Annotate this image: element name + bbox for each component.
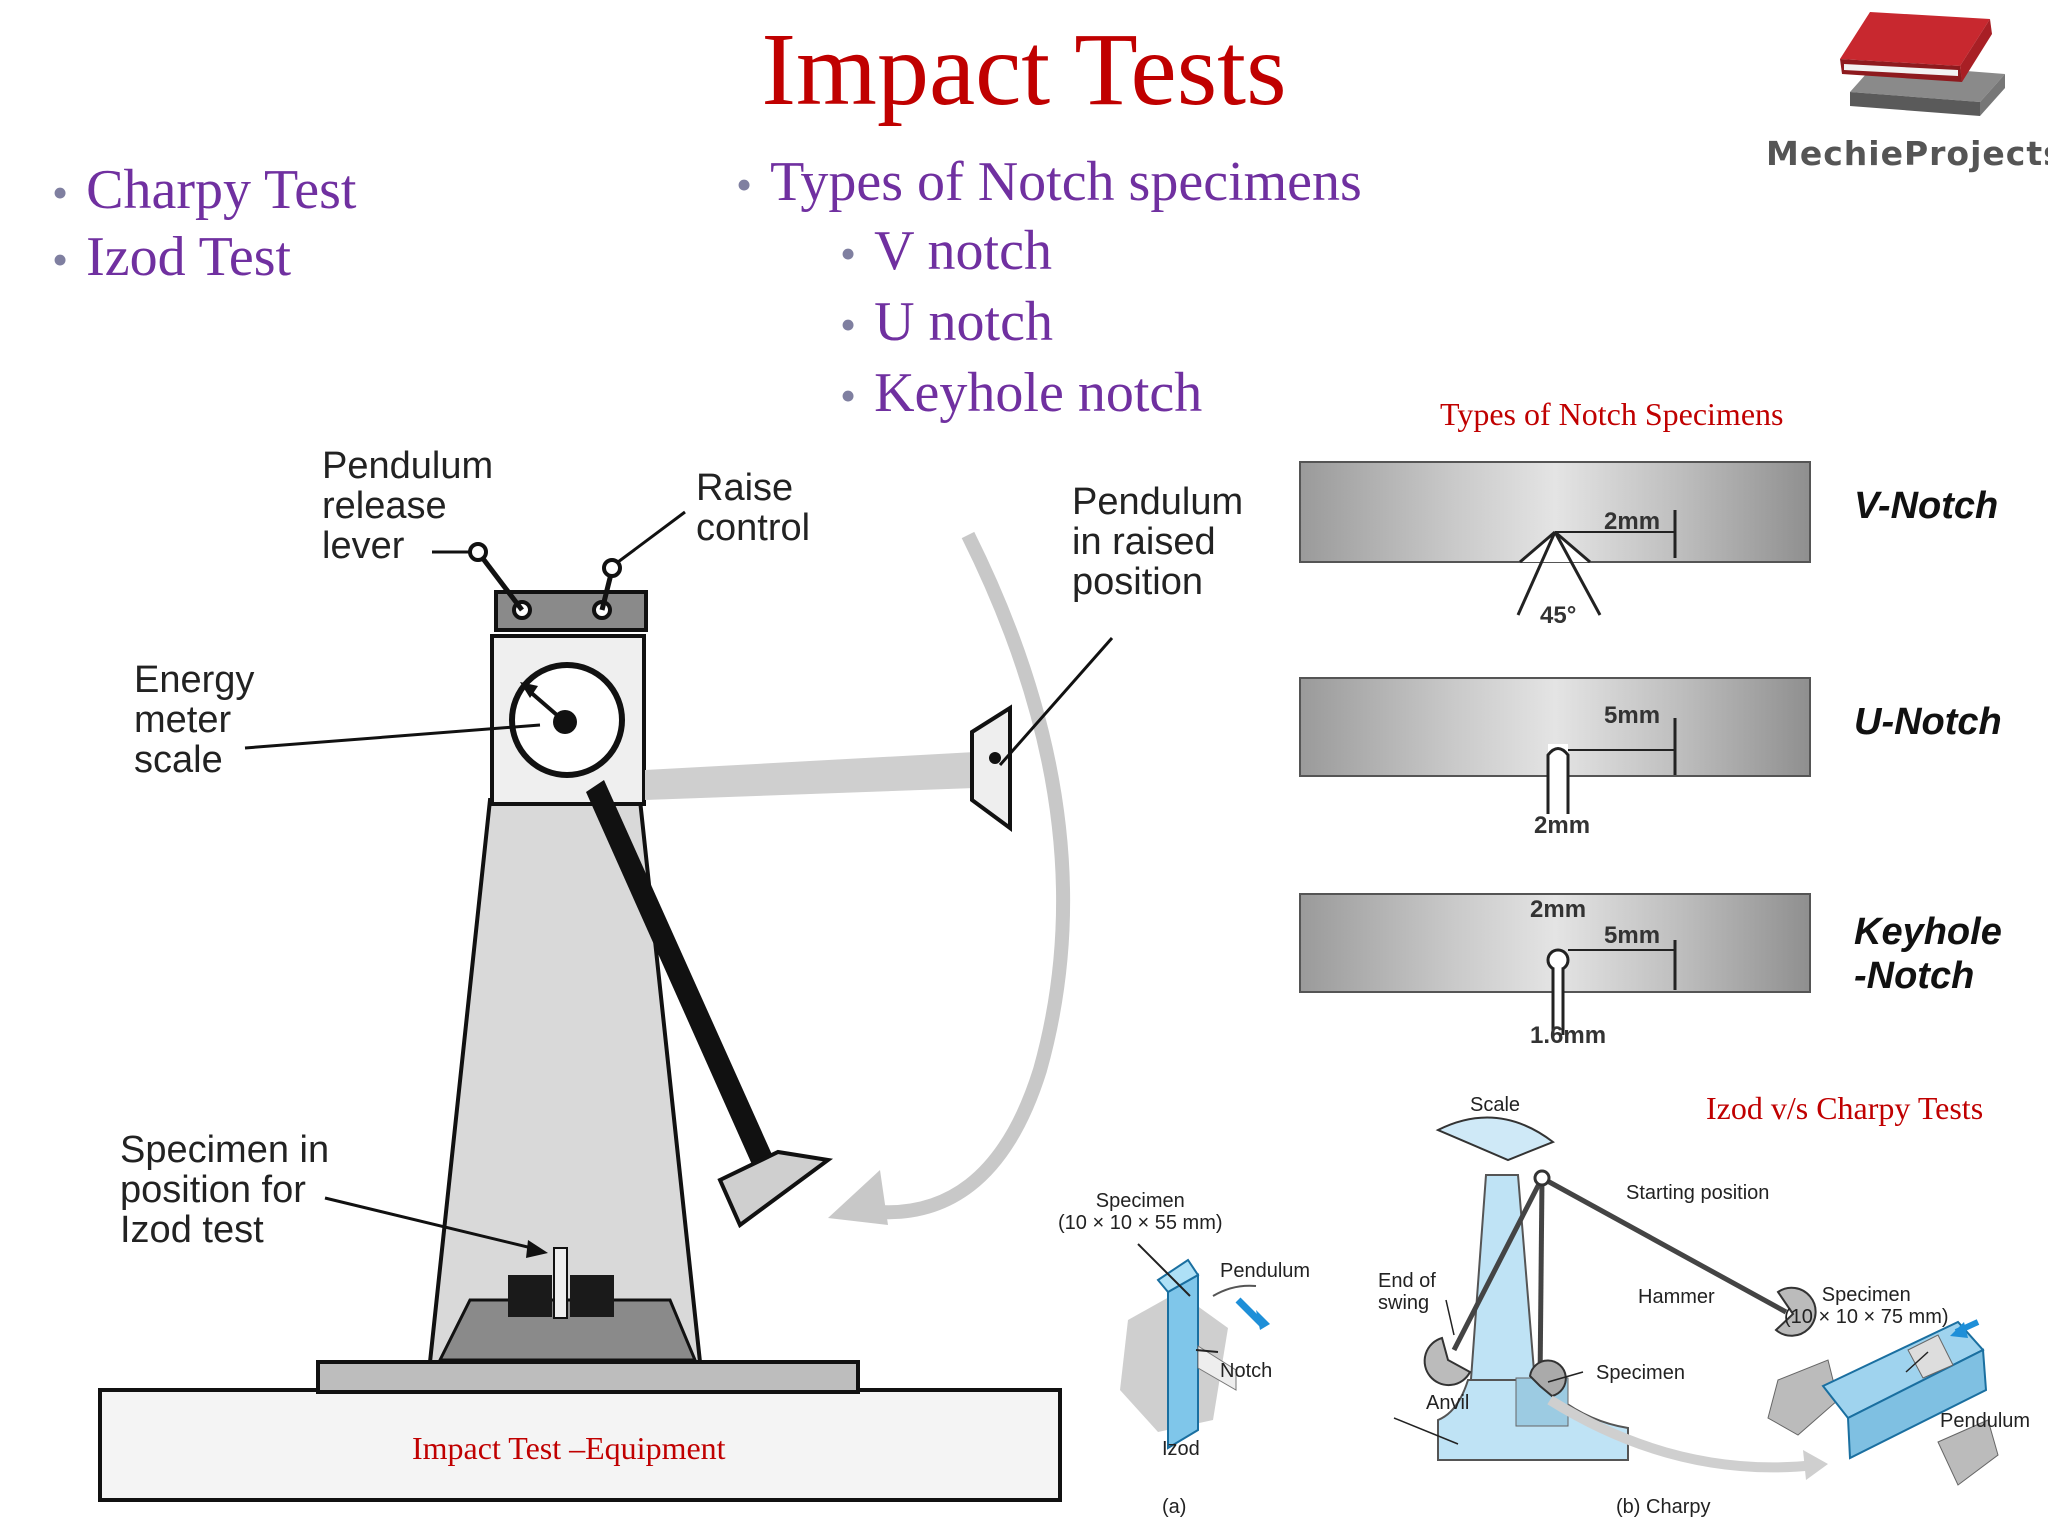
charpy-hammer-label: Hammer — [1638, 1286, 1715, 1308]
izod-sub-label: (a) — [1162, 1496, 1187, 1518]
impact-equipment-diagram — [98, 510, 1114, 1502]
bullet-list-notches: •Types of Notch specimens •V notch •U no… — [736, 150, 1362, 430]
keyhole-dia: 1.6mm — [1530, 1022, 1607, 1049]
izod-name-label: Izod — [1162, 1438, 1200, 1460]
charpy-specimen-size-label: Specimen (10 × 10 × 75 mm) — [1784, 1284, 1949, 1328]
charpy-end-swing-label: End of swing — [1378, 1270, 1436, 1314]
keyhole-notch-label: Keyhole -Notch — [1854, 911, 2002, 997]
book-stack-icon — [1840, 12, 2005, 116]
izod-pendulum-label: Pendulum — [1220, 1260, 1311, 1282]
label-specimen-izod: Specimen in position for Izod test — [120, 1129, 330, 1251]
u-notch-label: U-Notch — [1854, 701, 2002, 743]
charpy-scale-label: Scale — [1470, 1094, 1521, 1116]
charpy-anvil-label: Anvil — [1426, 1392, 1470, 1414]
bullet-list-tests: •Charpy Test •Izod Test — [52, 158, 356, 292]
izod-specimen-label: Specimen (10 × 10 × 55 mm) — [1058, 1190, 1223, 1234]
charpy-starting-label: Starting position — [1626, 1182, 1770, 1204]
keyhole-top: 2mm — [1530, 896, 1587, 923]
bullet-heading: •Types of Notch specimens — [736, 151, 1362, 213]
page-title: Impact Tests — [761, 12, 1287, 127]
bullet-sub-item: •U notch — [840, 291, 1053, 353]
izod-notch-label: Notch — [1220, 1360, 1273, 1382]
caption-notch-specimens: Types of Notch Specimens — [1440, 396, 1784, 432]
caption-equipment: Impact Test –Equipment — [412, 1430, 726, 1466]
izod-charpy-diagram — [1120, 1116, 1999, 1486]
notch-specimens-diagram — [1299, 461, 1811, 1035]
charpy-specimen-label: Specimen — [1596, 1362, 1685, 1384]
label-energy-scale: Energy meter scale — [134, 659, 255, 781]
label-release-lever: Pendulum release lever — [322, 445, 494, 567]
caption-izod-charpy: Izod v/s Charpy Tests — [1706, 1090, 1984, 1126]
bullet-sub-item: •V notch — [840, 220, 1052, 282]
bullet-item: •Charpy Test — [52, 159, 357, 221]
charpy-sub-label: (b) Charpy — [1616, 1496, 1711, 1518]
label-raised-position: Pendulum in raised position — [1072, 481, 1244, 603]
charpy-pendulum-label: Pendulum — [1940, 1410, 2031, 1432]
logo-text: MechieProjects — [1766, 134, 2048, 173]
logo: MechieProjects — [1760, 0, 2048, 180]
bullet-item: •Izod Test — [52, 226, 292, 288]
v-notch-depth: 2mm — [1604, 508, 1661, 535]
label-raise-control: Raise control — [696, 467, 811, 549]
v-notch-label: V-Notch — [1854, 485, 1999, 527]
v-notch-angle: 45° — [1540, 602, 1577, 629]
u-notch-width: 2mm — [1534, 812, 1591, 839]
bullet-sub-item: •Keyhole notch — [840, 362, 1203, 424]
u-notch-depth: 5mm — [1604, 702, 1661, 729]
keyhole-depth: 5mm — [1604, 922, 1661, 949]
